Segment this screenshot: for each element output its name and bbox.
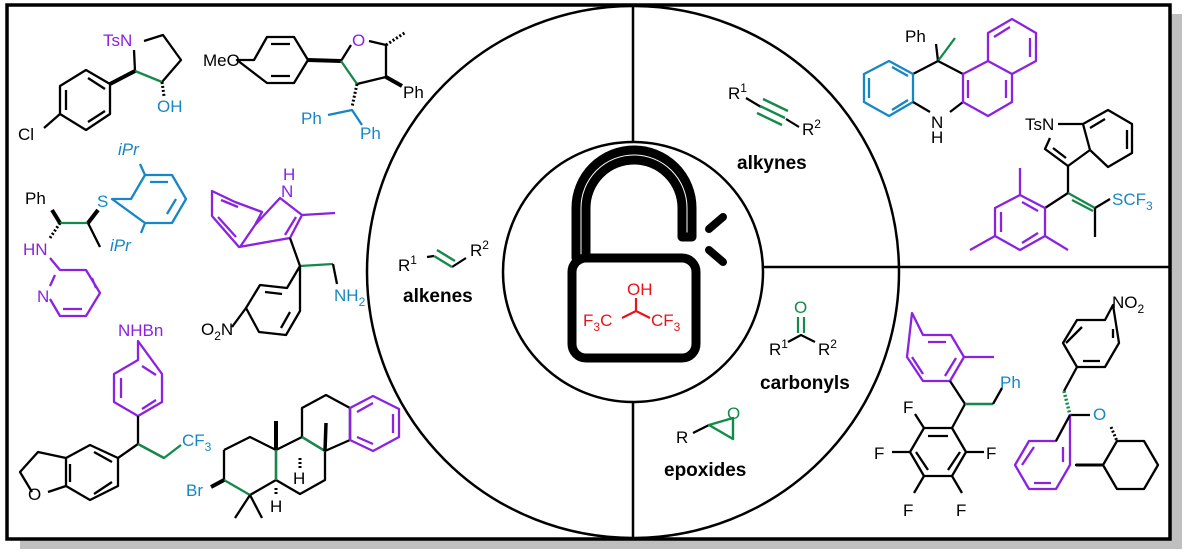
carbonyls-quadrant: O R1 R2 carbonyls xyxy=(760,298,850,394)
svg-text:O: O xyxy=(1093,405,1106,424)
cf3-label: CF3 xyxy=(182,431,212,454)
spark-line-2 xyxy=(705,246,727,266)
molecule-thioether: Ph S iPr iPr HN N xyxy=(23,140,188,318)
svg-text:Ph: Ph xyxy=(403,83,424,102)
svg-text:F: F xyxy=(903,501,913,520)
molecule-vinyl-indole: TsN SCF3 xyxy=(969,108,1153,252)
alkynes-label: alkynes xyxy=(737,153,807,174)
svg-text:OH: OH xyxy=(157,97,183,116)
molecule-cf3-aniline: NHBn CF3 O xyxy=(18,321,212,504)
svg-text:N: N xyxy=(931,113,943,132)
svg-text:F: F xyxy=(956,501,966,520)
hfip-left-label: F3C xyxy=(583,311,612,334)
molecule-indole-amine: H N NH2 O2N xyxy=(201,165,366,343)
carbonyl-r1: R1 xyxy=(769,337,788,359)
o2n-label: O2N xyxy=(201,320,233,343)
svg-text:F: F xyxy=(986,444,996,463)
svg-text:S: S xyxy=(97,192,108,211)
hfip-oh-label: OH xyxy=(627,280,653,299)
molecule-pentafluorophenyl: Ph F F F F F xyxy=(874,311,1021,520)
svg-text:NHBn: NHBn xyxy=(118,321,163,340)
carbonyls-label: carbonyls xyxy=(760,373,850,394)
svg-text:F: F xyxy=(903,398,913,417)
svg-text:H: H xyxy=(270,497,282,516)
unlocked-padlock-icon xyxy=(567,145,727,363)
svg-text:H: H xyxy=(293,469,305,488)
molecule-isochromane: NO2 O xyxy=(1013,293,1160,491)
molecule-steroid: Br H H xyxy=(186,393,401,519)
svg-text:N: N xyxy=(37,287,49,306)
svg-text:Ph: Ph xyxy=(905,27,926,46)
svg-text:iPr: iPr xyxy=(118,140,140,159)
svg-text:Ph: Ph xyxy=(301,109,322,128)
svg-text:H: H xyxy=(283,165,295,184)
svg-text:N: N xyxy=(281,182,293,201)
molecule-acridine: Ph N H xyxy=(862,17,1038,147)
svg-text:Ph: Ph xyxy=(1000,373,1021,392)
alkene-r2: R2 xyxy=(470,238,489,260)
svg-text:O: O xyxy=(352,31,365,50)
hfip-right-label: CF3 xyxy=(651,311,681,334)
epoxide-r: R xyxy=(676,428,688,447)
epoxides-label: epoxides xyxy=(664,460,746,481)
alkyne-r2: R2 xyxy=(802,117,821,139)
svg-text:Br: Br xyxy=(186,481,203,500)
molecule-pyrrolidine: TsN Cl OH xyxy=(18,31,183,144)
alkynes-quadrant: R1 R2 alkynes xyxy=(728,81,821,174)
hfip-structure: OH F3C CF3 xyxy=(583,280,681,334)
no2-label: NO2 xyxy=(1112,293,1145,316)
svg-text:TsN: TsN xyxy=(1025,115,1054,134)
svg-text:Ph: Ph xyxy=(25,189,46,208)
svg-text:O: O xyxy=(28,485,41,504)
svg-text:MeO: MeO xyxy=(203,51,240,70)
scf3-label: SCF3 xyxy=(1112,190,1153,213)
epoxide-o: O xyxy=(727,404,740,423)
alkenes-label: alkenes xyxy=(403,286,473,307)
alkyne-r1: R1 xyxy=(728,81,747,103)
svg-text:HN: HN xyxy=(23,240,48,259)
svg-text:H: H xyxy=(931,128,943,147)
svg-text:F: F xyxy=(874,444,884,463)
svg-text:Ph: Ph xyxy=(360,124,381,143)
svg-text:TsN: TsN xyxy=(103,31,132,50)
epoxides-quadrant: R O epoxides xyxy=(664,404,746,481)
molecule-tetrahydrofuran: MeO O Ph Ph Ph xyxy=(203,30,424,143)
svg-text:iPr: iPr xyxy=(110,236,132,255)
alkene-r1: R1 xyxy=(398,253,417,275)
alkenes-quadrant: R1 R2 alkenes xyxy=(398,238,489,307)
spark-line-1 xyxy=(705,213,727,233)
carbonyl-o: O xyxy=(794,298,807,317)
nh2-label: NH2 xyxy=(334,286,366,309)
carbonyl-r2: R2 xyxy=(818,337,837,359)
svg-text:Cl: Cl xyxy=(18,125,34,144)
